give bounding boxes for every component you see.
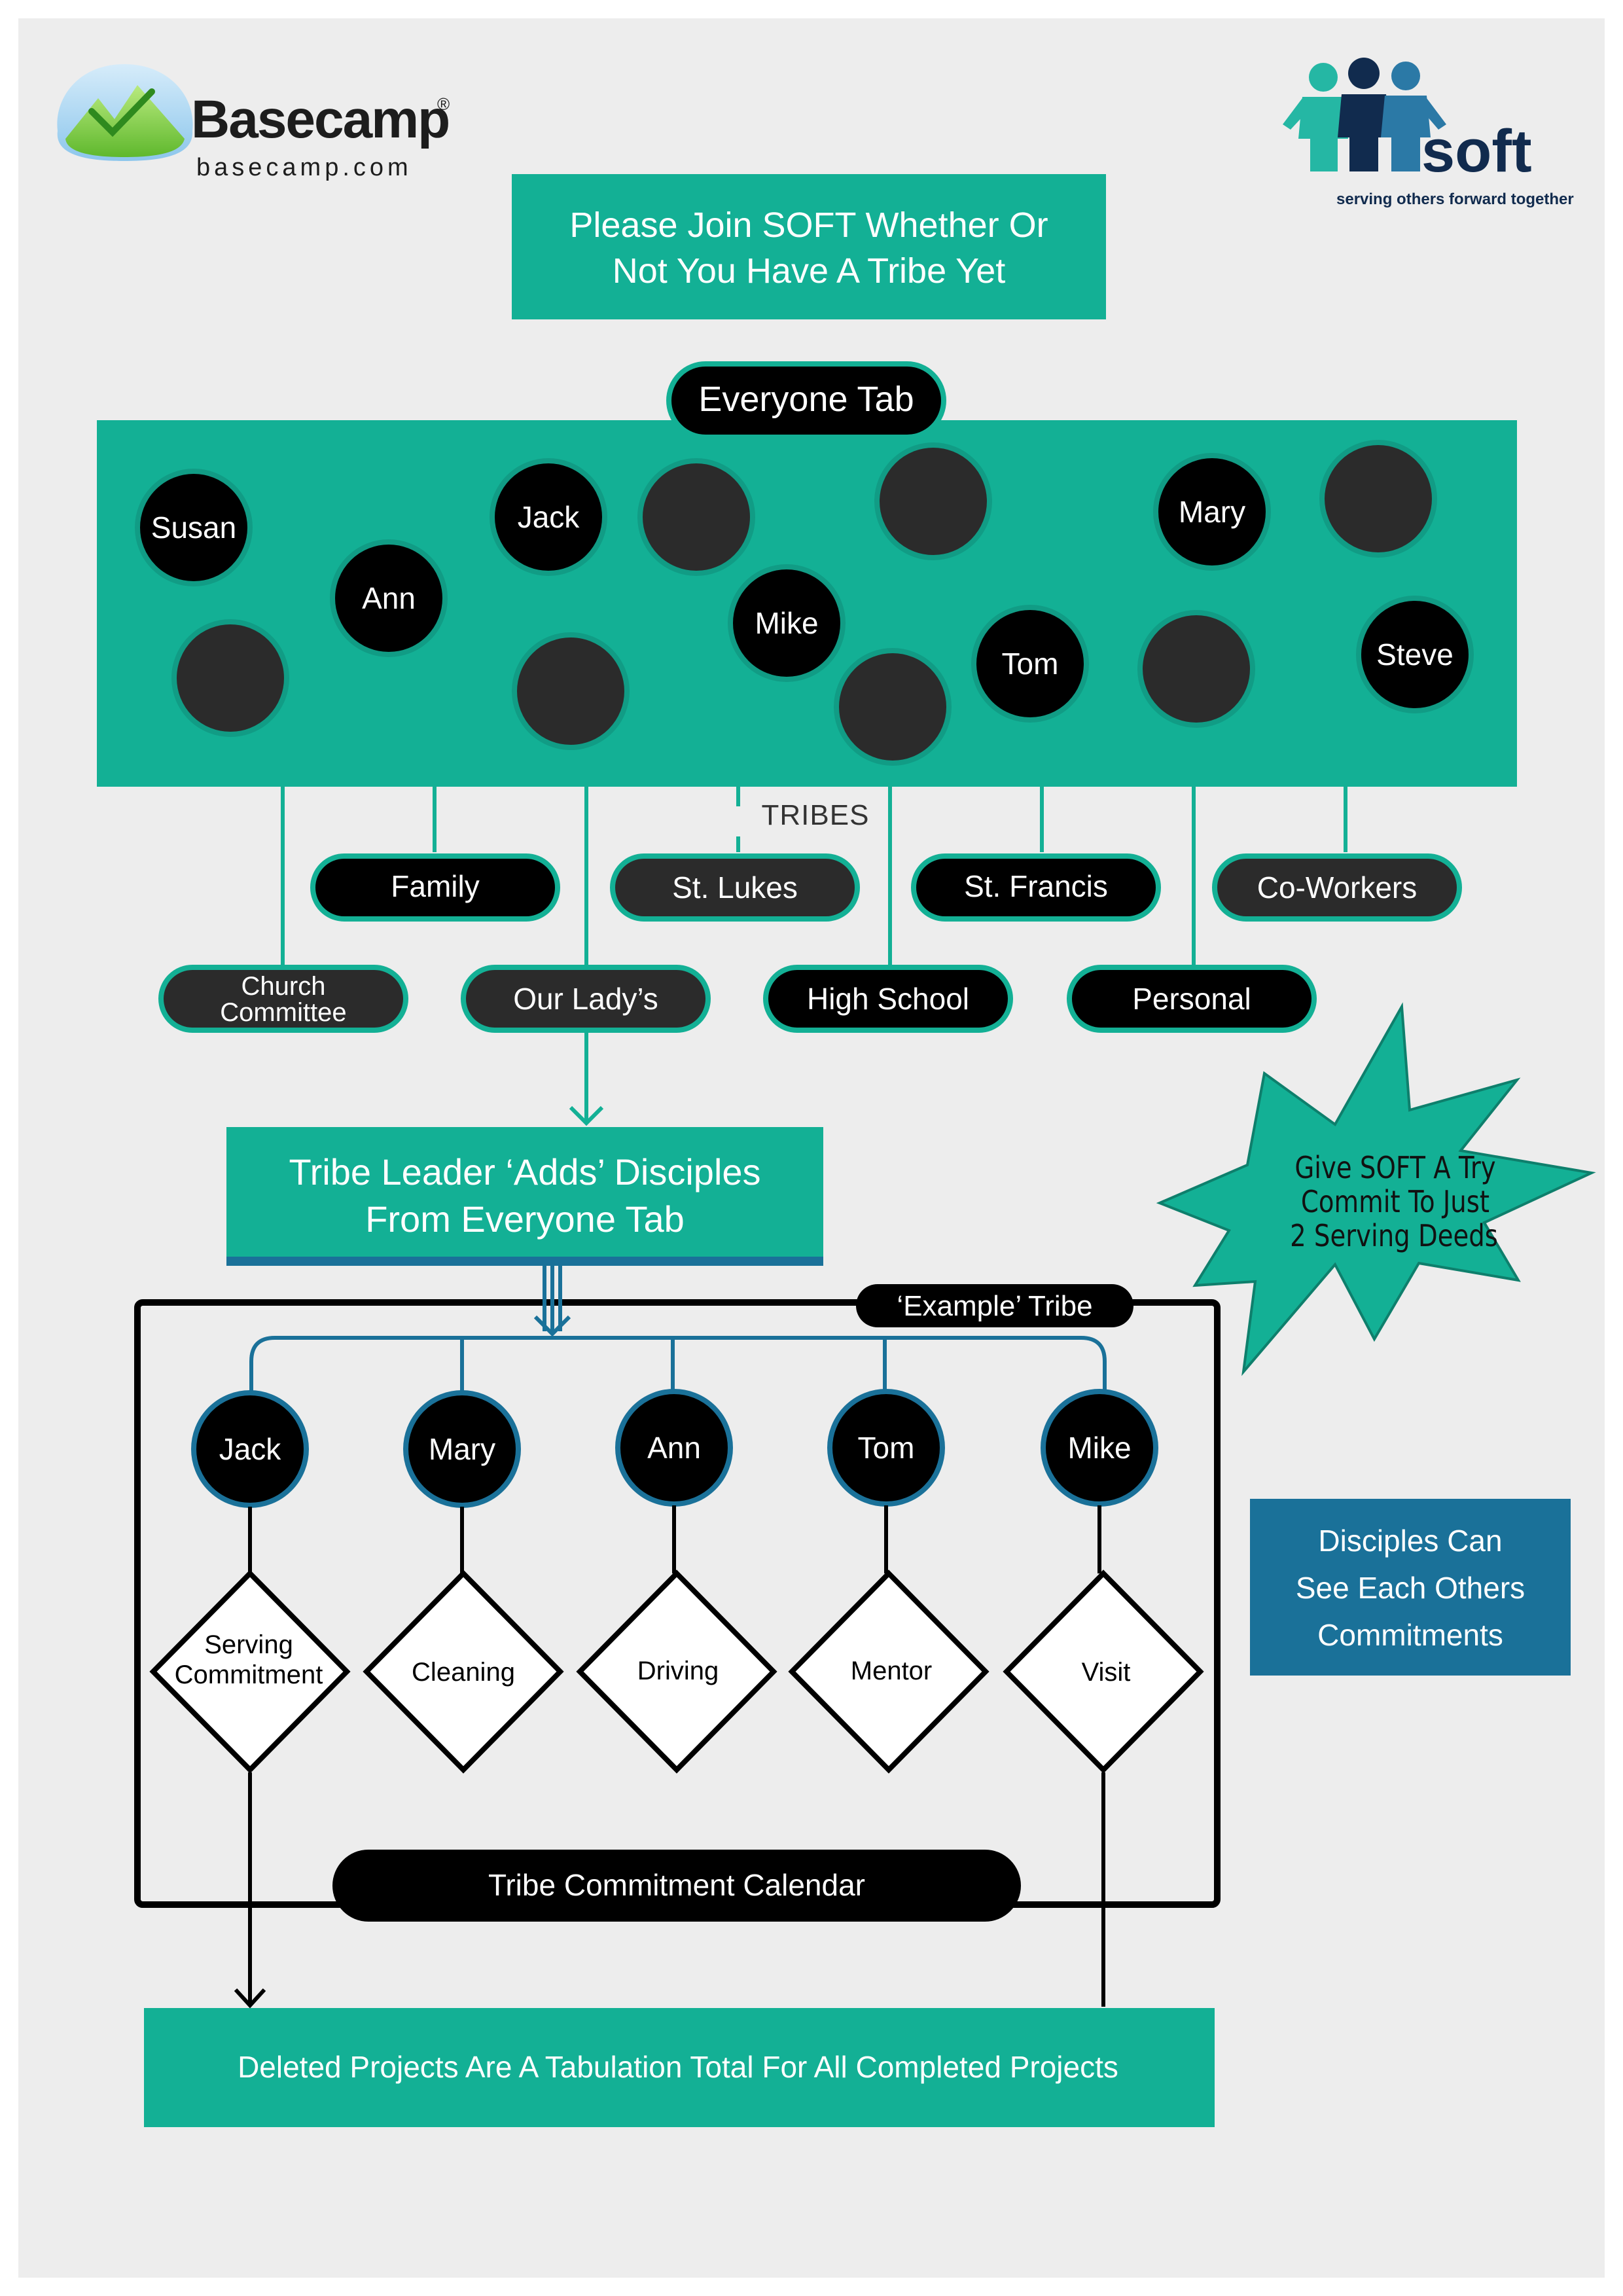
commitment-diamond-mentor[interactable]: Mentor: [788, 1570, 990, 1774]
tribe-pill-co-workers[interactable]: Co-Workers: [1212, 853, 1462, 922]
leader-box-underline: [226, 1257, 823, 1266]
tribe-distribution-lines: [249, 1266, 1107, 1397]
commitment-diamond-cleaning[interactable]: Cleaning: [363, 1570, 564, 1774]
tribe-label: Family: [391, 869, 479, 903]
person-name: Tom: [1002, 647, 1059, 681]
side-box-line-1: Disciples Can: [1318, 1524, 1502, 1558]
commitment-label-line-2: Commitment: [175, 1660, 323, 1689]
everyone-tab-label: Everyone Tab: [698, 380, 914, 419]
soft-wordmark: soft: [1421, 118, 1532, 185]
starburst-badge: Give SOFT A Try Commit To Just 2 Serving…: [1156, 1002, 1596, 1376]
person-circle-ann[interactable]: Ann: [330, 539, 448, 657]
leader-box-line-2: From Everyone Tab: [365, 1198, 685, 1240]
person-circle-empty[interactable]: [1137, 610, 1255, 728]
starburst-line-2: Commit To Just: [1301, 1185, 1489, 1220]
basecamp-registered: ®: [437, 94, 450, 114]
leader-box: [226, 1127, 823, 1265]
tribe-member-ann[interactable]: Ann: [615, 1389, 733, 1507]
header-box: [512, 174, 1106, 319]
commitment-label: Driving: [637, 1657, 719, 1685]
person-circle-empty[interactable]: [512, 632, 630, 750]
person-circle-empty[interactable]: [834, 648, 952, 766]
leader-box-line-1: Tribe Leader ‘Adds’ Disciples: [289, 1151, 760, 1193]
header-line-2: Not You Have A Tribe Yet: [613, 251, 1006, 291]
tribe-pill-st-lukes[interactable]: St. Lukes: [610, 853, 860, 922]
commitment-label: Mentor: [851, 1657, 933, 1685]
tribe-pill-our-ladys[interactable]: Our Lady’s: [461, 965, 711, 1033]
example-tribe-tag: ‘Example’ Tribe: [856, 1284, 1133, 1327]
tribe-label: St. Francis: [964, 869, 1108, 903]
tribes-label: TRIBES: [762, 799, 870, 831]
tribe-label: Co-Workers: [1257, 870, 1418, 905]
tribe-pill-st-francis[interactable]: St. Francis: [911, 853, 1161, 922]
member-name: Mike: [1067, 1431, 1131, 1465]
person-name: Susan: [151, 511, 236, 545]
person-circle-mike[interactable]: Mike: [728, 564, 846, 682]
person-circle-empty[interactable]: [171, 619, 289, 737]
member-name: Mary: [429, 1432, 495, 1466]
person-name: Ann: [362, 581, 416, 615]
tribe-connectors: [281, 787, 1347, 966]
person-name: Steve: [1376, 637, 1454, 672]
everyone-tab[interactable]: Everyone Tab: [666, 361, 946, 440]
basecamp-logo: Basecamp ® basecamp.com: [57, 64, 450, 181]
tribe-pill-high-school[interactable]: High School: [763, 965, 1013, 1033]
soft-tagline: serving others forward together: [1336, 190, 1574, 208]
basecamp-check-icon: [88, 88, 155, 137]
soft-logo: soft serving others forward together: [1283, 58, 1574, 208]
person-name: Jack: [518, 500, 580, 534]
arrow-to-leader-box: [569, 1033, 604, 1126]
person-name: Mike: [755, 606, 818, 640]
example-tribe-label: ‘Example’ Tribe: [897, 1290, 1092, 1322]
tribe-member-mary[interactable]: Mary: [403, 1390, 521, 1508]
footer-box: [144, 2008, 1215, 2127]
tribe-label: St. Lukes: [672, 870, 798, 905]
calendar-label: Tribe Commitment Calendar: [488, 1868, 865, 1902]
tribe-commitment-calendar[interactable]: Tribe Commitment Calendar: [332, 1850, 1021, 1922]
tribe-label: Our Lady’s: [513, 982, 658, 1016]
commitment-label-line-1: Serving: [204, 1630, 293, 1659]
tribe-member-jack[interactable]: Jack: [191, 1390, 309, 1508]
member-commitment-connectors: [248, 1505, 1101, 1573]
person-circle-jack[interactable]: Jack: [490, 458, 607, 576]
tribe-member-tom[interactable]: Tom: [827, 1389, 945, 1507]
side-box-line-2: See Each Others: [1296, 1571, 1525, 1605]
header-line-1: Please Join SOFT Whether Or: [569, 206, 1048, 245]
tribe-pill-family[interactable]: Family: [310, 853, 560, 922]
person-name: Mary: [1179, 495, 1245, 529]
basecamp-url: basecamp.com: [196, 154, 412, 181]
person-circle-tom[interactable]: Tom: [971, 605, 1089, 723]
tribe-label: High School: [807, 982, 969, 1016]
tribe-pill-church-committee[interactable]: Church Committee: [158, 965, 408, 1033]
person-circle-empty[interactable]: [874, 442, 992, 560]
side-box-line-3: Commitments: [1317, 1618, 1503, 1652]
side-info-box: [1250, 1499, 1571, 1676]
person-circle-empty[interactable]: [1319, 440, 1437, 558]
commitment-diamond-visit[interactable]: Visit: [1003, 1570, 1204, 1774]
member-name: Ann: [647, 1431, 701, 1465]
tribe-label-line-2: Committee: [220, 998, 346, 1027]
tribe-label-line-1: Church: [241, 972, 326, 1001]
starburst-line-3: 2 Serving Deeds: [1290, 1219, 1498, 1254]
commitment-diamond-serving[interactable]: Serving Commitment: [149, 1570, 351, 1774]
basecamp-name: Basecamp: [191, 90, 449, 149]
people-icon: [1283, 58, 1446, 171]
tribe-label: Personal: [1132, 982, 1251, 1016]
footer-label: Deleted Projects Are A Tabulation Total …: [238, 2050, 1118, 2084]
commitment-diamond-driving[interactable]: Driving: [576, 1570, 777, 1774]
commitment-to-footer-lines: [234, 1772, 1105, 2009]
commitment-label: Visit: [1082, 1658, 1131, 1687]
person-circle-steve[interactable]: Steve: [1356, 596, 1474, 713]
tribe-pill-personal[interactable]: Personal: [1067, 965, 1317, 1033]
starburst-shape: [1156, 1002, 1596, 1376]
member-name: Tom: [858, 1431, 915, 1465]
person-circle-mary[interactable]: Mary: [1153, 453, 1271, 571]
person-circle-susan[interactable]: Susan: [135, 469, 253, 586]
member-name: Jack: [219, 1432, 282, 1466]
starburst-line-1: Give SOFT A Try: [1294, 1151, 1495, 1186]
commitment-label: Cleaning: [412, 1658, 515, 1687]
tribe-member-mike[interactable]: Mike: [1041, 1389, 1158, 1507]
person-circle-empty[interactable]: [637, 458, 755, 576]
